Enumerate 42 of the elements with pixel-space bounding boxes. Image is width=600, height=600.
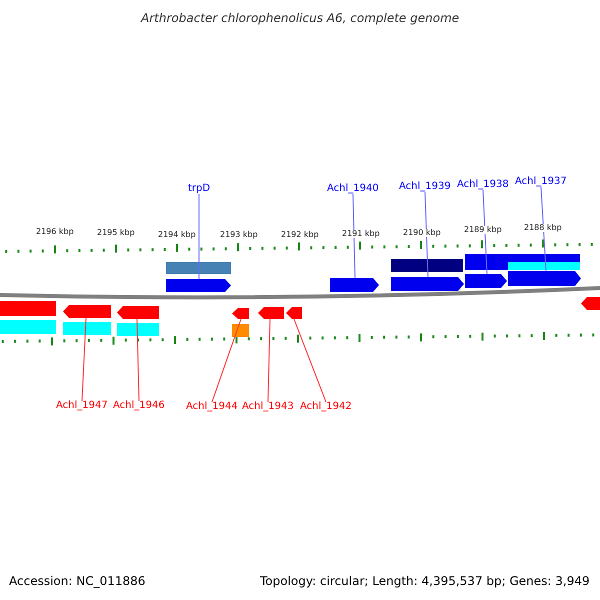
leader-line: [268, 318, 270, 402]
scale-label: 2196 kbp: [36, 228, 74, 236]
gene-label: Achl_1946: [113, 401, 165, 411]
scale-label: 2189 kbp: [464, 226, 502, 234]
leader-line: [136, 318, 140, 402]
gene-feature: [232, 308, 249, 319]
gene-label: Achl_1944: [186, 402, 238, 412]
gene-feature: [391, 277, 464, 291]
scale-label: 2193 kbp: [220, 231, 258, 239]
gene-label: Achl_1943: [242, 402, 294, 412]
gene-feature: [508, 271, 581, 286]
leader-line: [198, 194, 200, 280]
gene-label: Achl_1942: [300, 402, 352, 412]
leader-line: [540, 186, 546, 272]
leader-line: [82, 318, 86, 402]
gene-label: Achl_1939: [399, 182, 451, 192]
gene-label: Achl_1937: [515, 177, 567, 187]
gene-label: trpD: [188, 184, 210, 194]
scale-label: 2195 kbp: [97, 229, 135, 237]
scale-label: 2194 kbp: [158, 231, 196, 239]
leader-line: [294, 318, 326, 402]
gene-feature: [166, 279, 231, 292]
leader-line: [212, 318, 242, 402]
gene-feature: [258, 307, 284, 319]
leader-line: [352, 194, 356, 278]
scale-label: 2188 kbp: [524, 224, 562, 232]
gene-label: Achl_1940: [327, 184, 379, 194]
leader-line: [424, 192, 428, 278]
gene-feature: [63, 305, 111, 318]
scale-label: 2190 kbp: [403, 229, 441, 237]
gene-feature: [286, 307, 302, 319]
gene-feature: [465, 274, 507, 288]
genome-info-text: Topology: circular; Length: 4,395,537 bp; Genes: 3,949: [260, 575, 590, 587]
accession-text: Accession: NC_011886: [9, 575, 146, 587]
gene-label: Achl_1938: [457, 180, 509, 190]
scale-label: 2192 kbp: [281, 231, 319, 239]
gene-feature: [330, 278, 379, 292]
scale-label: 2191 kbp: [342, 230, 380, 238]
chart-title: Arthrobacter chlorophenolicus A6, complete genome: [141, 12, 460, 24]
gene-label: Achl_1947: [56, 401, 108, 411]
gene-feature: [117, 306, 159, 319]
leader-line: [482, 190, 488, 274]
